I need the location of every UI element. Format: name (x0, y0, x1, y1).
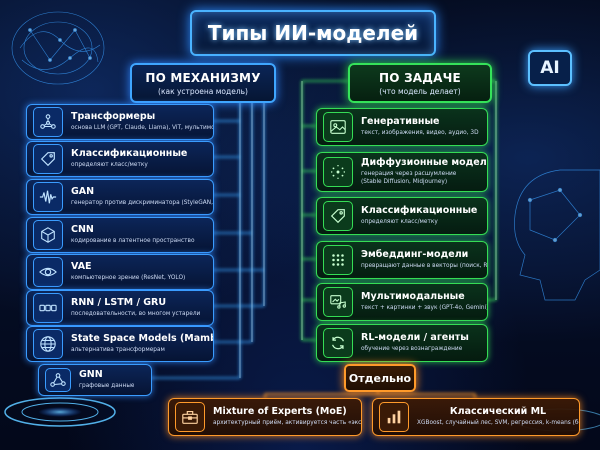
mechanism-card-gan: GAN генератор против дискриминатора (Styl… (26, 179, 214, 215)
card-desc: превращают данные в векторы (поиск, RAG) (361, 263, 487, 270)
mechanism-card-vae: VAE компьютерное зрение (ResNet, YOLO) (26, 254, 214, 290)
graph-icon (45, 368, 71, 392)
task-card-multimodal: Мультимодальные текст + картинки + звук (… (316, 283, 488, 321)
task-card-embedding: Эмбеддинг-модели превращают данные в вект… (316, 241, 488, 279)
toolbox-icon (175, 402, 205, 432)
card-title: State Space Models (Mamba) (71, 333, 213, 345)
card-desc: обучение через вознаграждение (361, 346, 463, 353)
mechanism-card-ssm: State Space Models (Mamba) альтернатива т… (26, 326, 214, 362)
separate-label: Отдельно (344, 364, 416, 392)
mechanism-card-classification: Классификационные определяют класс/метку (26, 141, 214, 177)
card-desc: альтернатива трансформерам (71, 347, 165, 354)
mechanism-header: ПО МЕХАНИЗМУ (как устроена модель) (130, 63, 276, 103)
task-header-subtitle: (что модель делает) (379, 86, 461, 96)
recycle-icon (323, 328, 353, 358)
card-desc: определяют класс/метку (71, 162, 148, 169)
mechanism-header-title: ПО МЕХАНИЗМУ (145, 70, 261, 85)
card-title: VAE (71, 261, 92, 273)
card-title: Классический ML (449, 406, 547, 418)
card-desc: XGBoost, случайный лес, SVM, регрессия, … (417, 420, 579, 427)
card-desc: основа LLM (GPT, Claude, Llama), ViT, му… (71, 125, 213, 132)
card-title: CNN (71, 224, 94, 236)
card-desc: архитектурный приём, активируется часть … (213, 420, 361, 427)
brain-art (11, 11, 105, 85)
card-title: Эмбеддинг-модели (361, 249, 469, 261)
separate-card-moe: Mixture of Experts (MoE) архитектурный пр… (168, 398, 362, 436)
cube-icon (33, 220, 63, 250)
network-icon (33, 107, 63, 137)
globe-icon (33, 329, 63, 359)
card-desc: определяют класс/метку (361, 219, 438, 226)
head-art (514, 169, 600, 301)
card-desc: компьютерное зрение (ResNet, YOLO) (71, 275, 186, 282)
waveform-icon (33, 182, 63, 212)
card-title: RL-модели / агенты (361, 332, 469, 344)
image-icon (323, 112, 353, 142)
card-title: Генеративные (361, 116, 440, 128)
task-card-generative: Генеративные текст, изображения, видео, а… (316, 108, 488, 146)
mechanism-card-transformers: Трансформеры основа LLM (GPT, Claude, Lla… (26, 104, 214, 140)
card-title: GNN (79, 369, 103, 381)
chain-icon (33, 293, 63, 323)
task-card-rl: RL-модели / агенты обучение через вознагр… (316, 324, 488, 362)
card-title: Классификационные (71, 148, 188, 160)
card-title: RNN / LSTM / GRU (71, 297, 167, 309)
mechanism-card-rnn: RNN / LSTM / GRU последовательности, во м… (26, 290, 214, 326)
platform-art (4, 397, 116, 427)
mechanism-card-gnn: GNN графовые данные (38, 364, 152, 396)
blue-connectors-core (239, 99, 265, 378)
green-connectors-core (301, 81, 497, 340)
card-title: Mixture of Experts (MoE) (213, 406, 347, 418)
eye-icon (33, 257, 63, 287)
diffusion-icon (323, 157, 353, 187)
card-desc: графовые данные (79, 383, 135, 390)
card-desc: последовательности, во многом устарели (71, 311, 201, 318)
card-desc: генератор против дискриминатора (StyleGA… (71, 200, 213, 207)
card-title: Мультимодальные (361, 291, 465, 303)
card-title: GAN (71, 186, 95, 198)
task-header-title: ПО ЗАДАЧЕ (379, 70, 461, 85)
tag-icon (323, 201, 353, 231)
mechanism-header-subtitle: (как устроена модель) (158, 86, 248, 96)
card-title: Классификационные (361, 205, 478, 217)
media-icon (323, 287, 353, 317)
bar-chart-icon (379, 402, 409, 432)
card-desc: текст + картинки + звук (GPT-4o, Gemini) (361, 305, 487, 312)
task-card-classification: Классификационные определяют класс/метку (316, 197, 488, 235)
separate-card-classic-ml: Классический ML XGBoost, случайный лес, S… (372, 398, 580, 436)
task-card-diffusion: Диффузионные модели генерация через расшу… (316, 152, 488, 192)
embedding-icon (323, 245, 353, 275)
diagram-title-box: Типы ИИ-моделей (190, 10, 436, 56)
task-header: ПО ЗАДАЧЕ (что модель делает) (348, 63, 492, 103)
card-title: Трансформеры (71, 111, 156, 123)
diagram-title: Типы ИИ-моделей (207, 21, 419, 45)
card-desc: генерация через расшумление (Stable Diff… (361, 171, 457, 185)
card-desc: текст, изображения, видео, аудио, 3D (361, 130, 479, 137)
mechanism-card-cnn: CNN кодирование в латентное пространство (26, 217, 214, 253)
card-title: Диффузионные модели (361, 157, 487, 169)
card-desc: кодирование в латентное пространство (71, 238, 195, 245)
ai-badge: AI (528, 50, 572, 86)
tag-icon (33, 144, 63, 174)
